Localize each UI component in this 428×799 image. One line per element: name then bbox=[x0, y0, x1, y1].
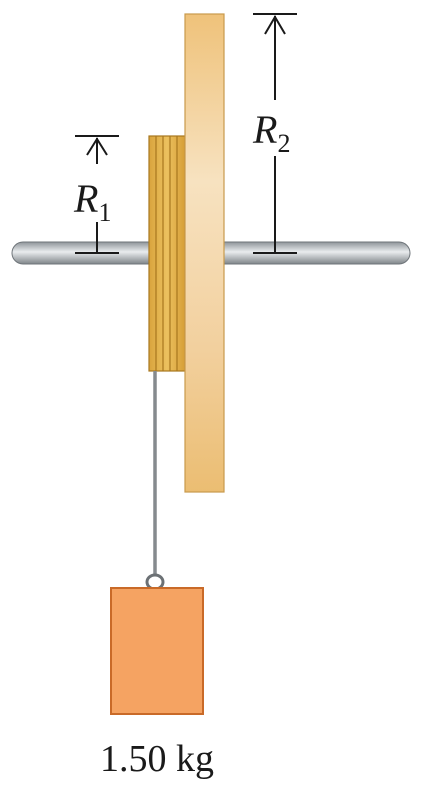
r2-label: R2 bbox=[252, 107, 290, 158]
r1-dimension bbox=[75, 135, 119, 254]
r2-dimension bbox=[253, 13, 297, 254]
hook bbox=[145, 573, 165, 591]
r1-label: R1 bbox=[73, 176, 111, 227]
small-pulley bbox=[148, 135, 186, 372]
large-wheel bbox=[184, 13, 225, 493]
hanging-block bbox=[110, 587, 204, 715]
mass-label: 1.50 kg bbox=[100, 738, 214, 780]
